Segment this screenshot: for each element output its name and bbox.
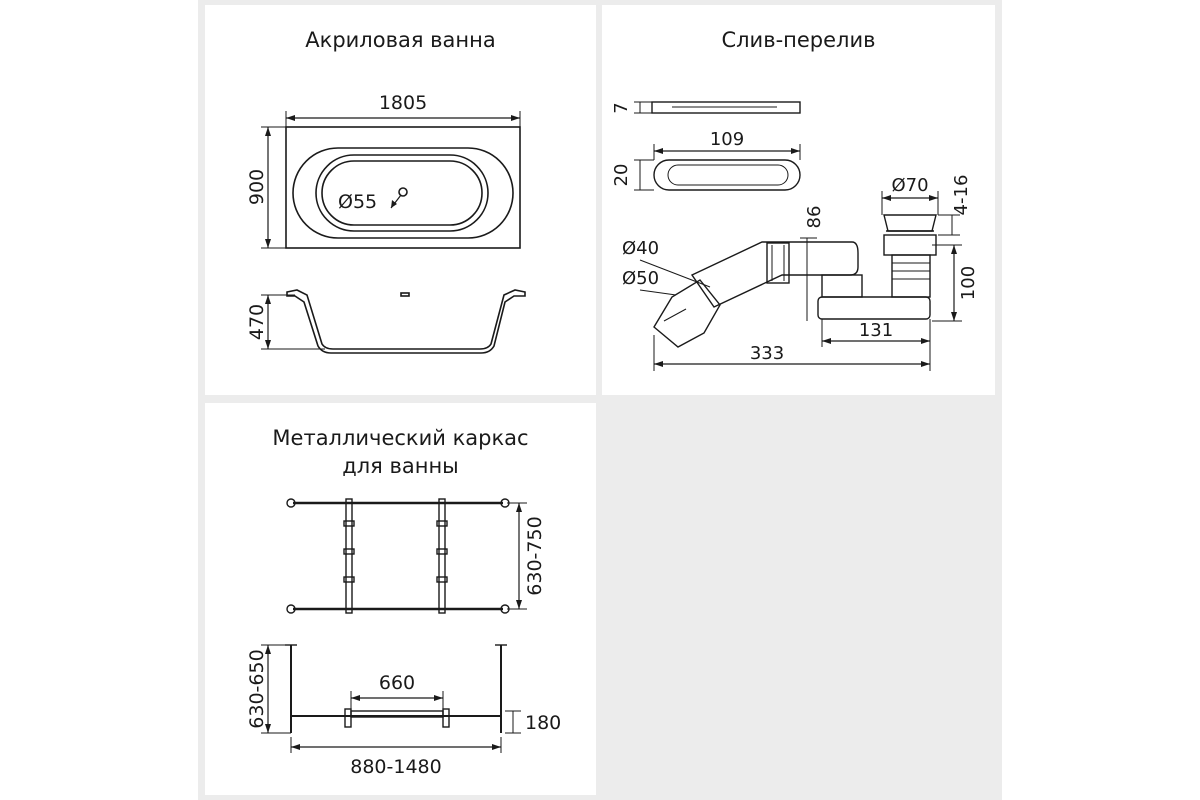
frame-drawing: 630-750 630-650 660 180 880-1480 — [246, 498, 561, 778]
dim-length: 1805 — [379, 92, 427, 114]
frame-crossbar-left — [345, 498, 353, 614]
drain-cap — [883, 214, 937, 232]
dim-plate-thickness: 7 — [611, 102, 632, 113]
dim-frame-width: 630-750 — [524, 516, 546, 595]
dim-outlet-d40: Ø40 — [622, 238, 659, 259]
dim-cap-height: 4-16 — [951, 175, 972, 216]
dim-frame-height: 630-650 — [246, 649, 268, 728]
dim-dist-131: 131 — [859, 320, 893, 341]
frame-crossbar-right — [438, 498, 446, 614]
overflow-plate — [651, 101, 801, 114]
panel-title-bathtub: Акриловая ванна — [305, 28, 496, 52]
dim-frame-foot: 180 — [525, 712, 561, 734]
dim-height: 470 — [246, 304, 268, 340]
dim-drain-d70: Ø70 — [891, 175, 928, 196]
overflow-drawing: 7 109 20 Ø40 Ø50 Ø70 4-16 86 100 131 333 — [611, 101, 979, 371]
pipe-nut — [766, 242, 790, 284]
bathtub-drawing: 1805 900 Ø55 470 — [246, 92, 526, 354]
bathtub-basin-outer — [292, 147, 514, 239]
bathtub-basin-mid — [315, 154, 489, 232]
panel-title-overflow: Слив-перелив — [721, 28, 876, 52]
dim-drain: Ø55 — [338, 191, 377, 213]
bathtub-basin-inner — [321, 160, 483, 226]
trap-body — [821, 274, 863, 298]
dim-outlet-d50: Ø50 — [622, 268, 659, 289]
dim-total-333: 333 — [750, 343, 784, 364]
panel-title-frame-line2: для ванны — [342, 454, 459, 478]
dim-width: 900 — [246, 169, 268, 205]
outlet-coupling — [653, 279, 721, 348]
panel-frame: Металлический каркас для ванны — [205, 403, 596, 795]
dim-frame-length: 880-1480 — [350, 756, 441, 778]
dim-plate-length: 109 — [710, 129, 744, 150]
overflow-cover — [653, 159, 801, 191]
drain-housing — [891, 254, 931, 298]
dim-height-86: 86 — [804, 206, 825, 229]
bathtub-side-outline — [286, 289, 526, 354]
trap-bottom — [817, 296, 931, 320]
panel-title-frame-line1: Металлический каркас — [272, 426, 529, 450]
panel-empty — [602, 403, 995, 795]
drain-flange — [883, 234, 937, 256]
panel-overflow: Слив-перелив — [602, 5, 995, 395]
drain-hole — [398, 187, 408, 197]
bathtub-top-outline — [285, 126, 521, 249]
panel-bathtub: Акриловая ванна — [205, 5, 596, 395]
overflow-mark — [400, 292, 410, 297]
dim-height-100: 100 — [958, 266, 979, 300]
dim-plate-height: 20 — [611, 164, 632, 187]
dim-frame-span: 660 — [379, 672, 415, 694]
